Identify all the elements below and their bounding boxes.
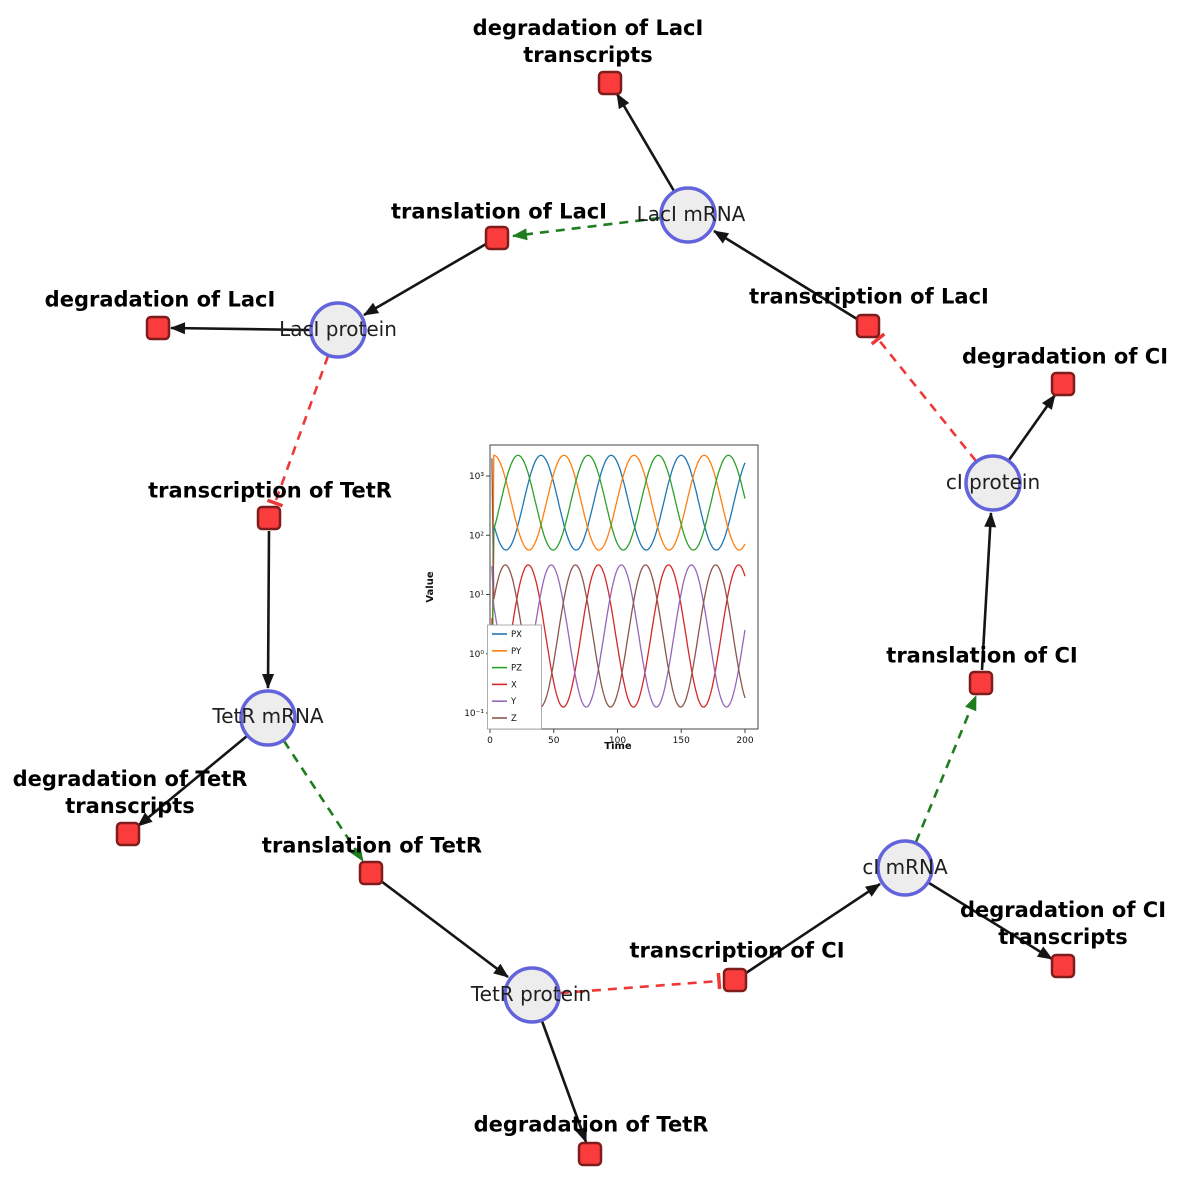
species-node-ci-mrna bbox=[876, 839, 934, 897]
reaction-node-degradation-of-tetr-transcripts bbox=[115, 821, 141, 847]
species-node-tetr-mrna bbox=[239, 689, 297, 747]
reaction-label-line: transcripts bbox=[523, 43, 653, 67]
chart-x-axis-label: Time bbox=[604, 741, 632, 752]
legend-label-X: X bbox=[511, 680, 517, 690]
series-line-X bbox=[491, 564, 746, 709]
series-line-PY bbox=[491, 454, 746, 709]
edge-transcription-of-ci-to-cimrna bbox=[745, 882, 881, 975]
reaction-label-line: degradation of TetR bbox=[12, 767, 248, 792]
inhibition-edge-tetrprotein-to-transcription-of-ci bbox=[559, 972, 722, 995]
y-tick-label: 10⁰ bbox=[469, 650, 484, 660]
reaction-label-line: transcripts bbox=[998, 925, 1128, 949]
species-node-laci-protein bbox=[309, 301, 367, 359]
species-node-tetr-protein bbox=[503, 966, 561, 1024]
reaction-node-translation-of-tetr bbox=[358, 860, 384, 886]
edge-tetrprotein-to-degradation-of-tetr bbox=[540, 1020, 588, 1143]
modifier-edge-lacimrna-to-translation-of-laci bbox=[512, 216, 661, 241]
modifier-edge-cimrna-to-translation-of-ci bbox=[914, 695, 978, 843]
reaction-label-translation-of-tetr: translation of TetR bbox=[261, 833, 483, 858]
inset-chart: Time Value 0 50 100 150 200 10⁻¹ 10⁰ 10¹ 10² 10³ P… bbox=[420, 433, 775, 765]
x-tick-label: 0 bbox=[487, 736, 493, 746]
edge-lacimrna-to-degradation-of-laci-transcripts bbox=[615, 93, 676, 192]
species-label-tetr-protein: TetR protein bbox=[470, 982, 592, 1007]
legend-label-PX: PX bbox=[511, 630, 522, 640]
reaction-label-degradation-of-ci-transcripts: degradation of CI transcripts bbox=[953, 897, 1173, 951]
edge-tetrmrna-to-degradation-of-tetr-transcripts bbox=[137, 734, 248, 828]
edge-translation-of-laci-to-laciprotein bbox=[363, 242, 487, 317]
species-label-tetr-mrna: TetR mRNA bbox=[212, 704, 324, 729]
reaction-label-degradation-of-tetr: degradation of TetR bbox=[473, 1112, 709, 1137]
legend-label-PZ: PZ bbox=[511, 664, 522, 674]
edge-translation-of-ci-to-ciprotein bbox=[980, 512, 997, 671]
reaction-label-transcription-of-ci: transcription of CI bbox=[629, 938, 845, 963]
legend-label-PY: PY bbox=[511, 647, 522, 657]
edge-ciprotein-to-degradation-of-ci bbox=[1007, 394, 1057, 461]
species-label-laci-protein: LacI protein bbox=[279, 317, 397, 342]
y-tick-label: 10⁻¹ bbox=[464, 709, 484, 719]
chart-canvas: Time Value 0 50 100 150 200 10⁻¹ 10⁰ 10¹ 10² 10³ P… bbox=[425, 444, 759, 752]
species-node-ci-protein bbox=[964, 454, 1022, 512]
reaction-node-degradation-of-laci bbox=[145, 315, 171, 341]
reaction-node-transcription-of-ci bbox=[722, 967, 748, 993]
series-line-PZ bbox=[491, 454, 746, 709]
reaction-label-line: degradation of CI bbox=[959, 898, 1167, 923]
edge-laciprotein-to-degradation-of-laci bbox=[170, 322, 311, 335]
reaction-node-degradation-of-laci-transcripts bbox=[597, 70, 623, 96]
species-label-ci-protein: cI protein bbox=[945, 470, 1041, 495]
reaction-node-degradation-of-ci-transcripts bbox=[1050, 953, 1076, 979]
reaction-label-translation-of-ci: translation of CI bbox=[886, 643, 1078, 668]
x-tick-label: 100 bbox=[609, 736, 626, 746]
reaction-node-transcription-of-laci bbox=[855, 313, 881, 339]
edge-transcription-of-laci-to-lacimrna bbox=[713, 229, 858, 321]
reaction-label-translation-of-laci: translation of LacI bbox=[391, 199, 607, 224]
species-node-laci-mrna bbox=[659, 186, 717, 244]
y-tick-label: 10³ bbox=[469, 472, 484, 482]
edge-translation-of-tetr-to-tetrprotein bbox=[380, 879, 509, 979]
reaction-node-degradation-of-ci bbox=[1050, 371, 1076, 397]
reaction-label-degradation-of-tetr-transcripts: degradation of TetR transcripts bbox=[10, 766, 250, 820]
legend-label-Y: Y bbox=[510, 697, 517, 707]
reaction-node-translation-of-laci bbox=[484, 225, 510, 251]
inhibition-edge-ciprotein-to-transcription-of-laci bbox=[870, 332, 978, 462]
inhibition-edge-laciprotein-to-transcription-of-tetr bbox=[266, 355, 330, 508]
y-tick-label: 10² bbox=[469, 531, 484, 541]
reaction-label-degradation-of-laci: degradation of LacI bbox=[44, 287, 276, 312]
y-tick-label: 10¹ bbox=[469, 591, 484, 601]
reaction-label-transcription-of-tetr: transcription of TetR bbox=[148, 478, 392, 503]
reaction-label-degradation-of-ci: degradation of CI bbox=[961, 344, 1169, 369]
reaction-label-line: transcripts bbox=[65, 794, 195, 818]
species-label-laci-mrna: LacI mRNA bbox=[636, 202, 746, 227]
legend-label-Z: Z bbox=[511, 714, 517, 724]
modifier-edge-tetrmrna-to-translation-of-tetr bbox=[282, 740, 365, 862]
legend-box bbox=[487, 624, 542, 730]
edge-transcription-of-tetr-to-tetrmrna bbox=[262, 530, 275, 689]
chart-y-axis-label: Value bbox=[425, 571, 436, 602]
edge-cimrna-to-degradation-of-ci-transcripts bbox=[928, 881, 1053, 961]
series-line-PX bbox=[491, 454, 746, 709]
reaction-node-transcription-of-tetr bbox=[256, 505, 282, 531]
species-label-ci-mrna: cI mRNA bbox=[862, 855, 948, 880]
reaction-label-transcription-of-laci: transcription of LacI bbox=[749, 284, 989, 309]
x-tick-label: 50 bbox=[548, 736, 560, 746]
reaction-label-line: degradation of LacI bbox=[472, 16, 704, 41]
x-tick-label: 150 bbox=[673, 736, 690, 746]
reaction-node-translation-of-ci bbox=[968, 670, 994, 696]
x-tick-label: 200 bbox=[736, 736, 753, 746]
reaction-label-degradation-of-laci-transcripts: degradation of LacI transcripts bbox=[472, 15, 704, 69]
reaction-node-degradation-of-tetr bbox=[577, 1141, 603, 1167]
